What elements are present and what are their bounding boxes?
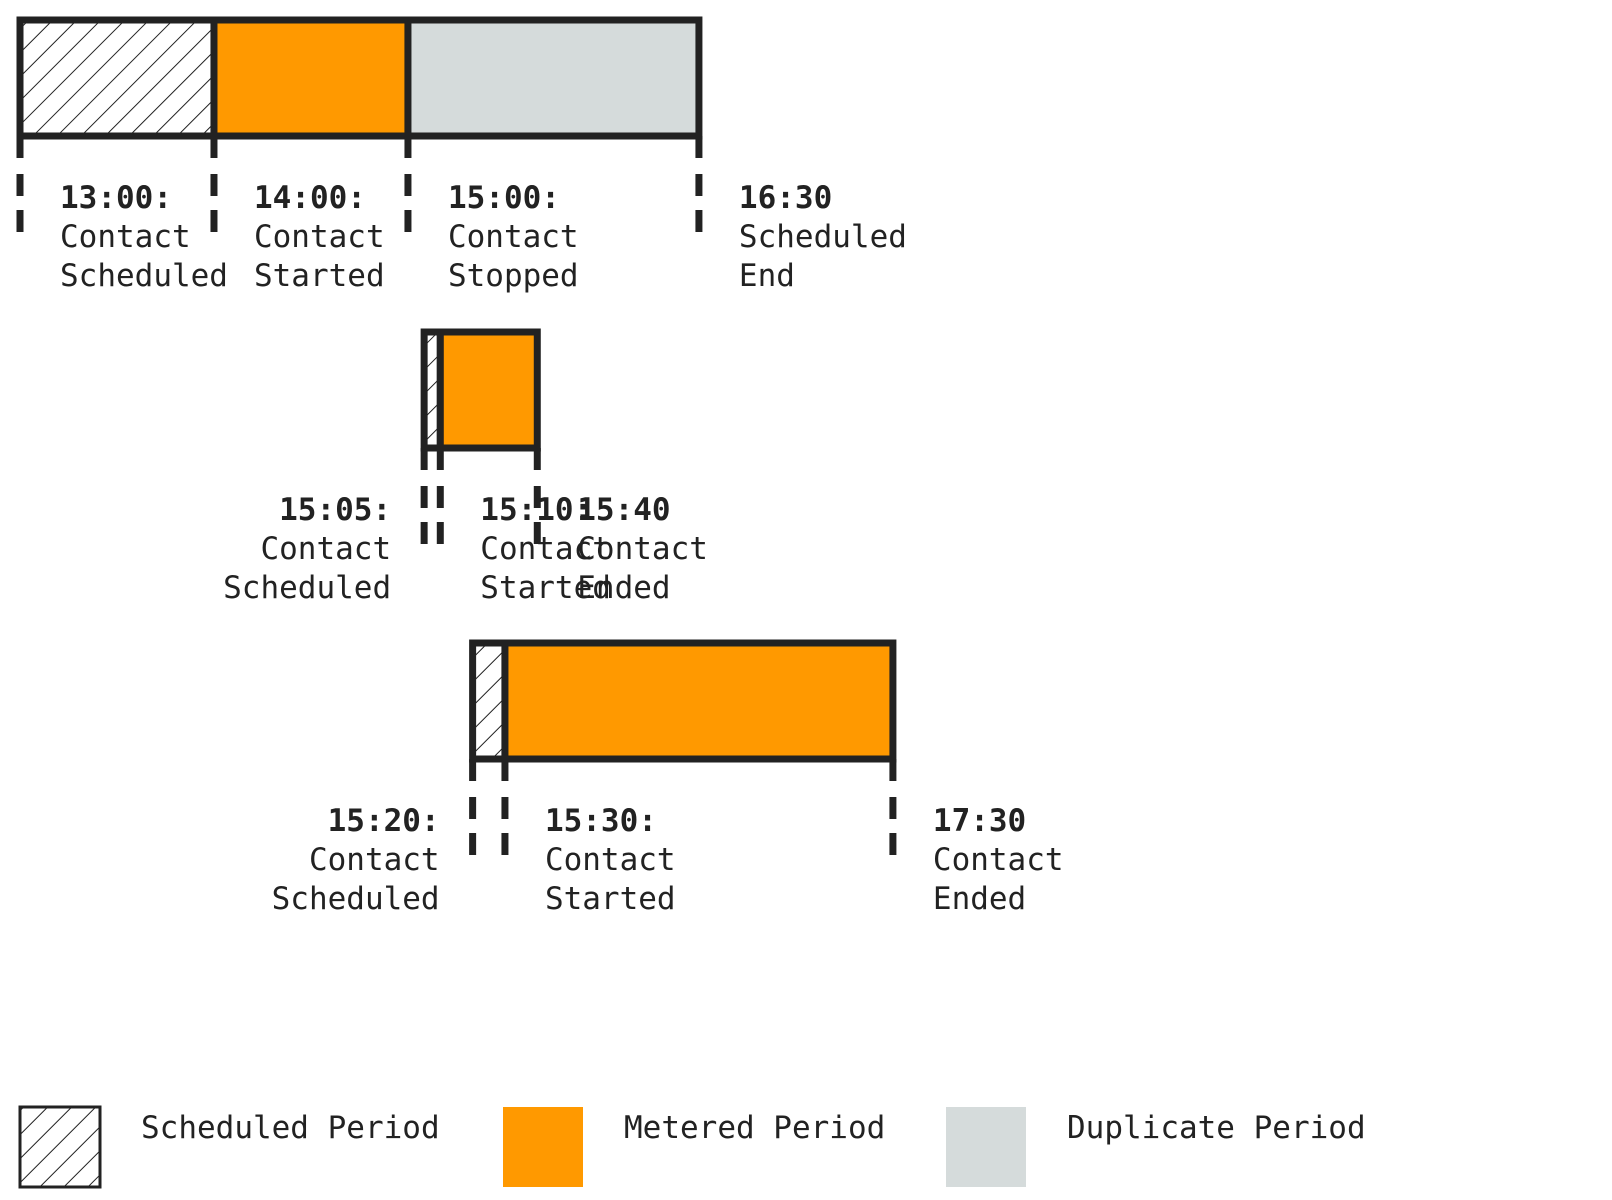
marker-text: Contact xyxy=(254,219,385,255)
legend-item-metered: Metered Period xyxy=(503,1107,885,1187)
legend-label: Scheduled Period xyxy=(141,1110,440,1146)
marker-time: 13:00: xyxy=(60,180,172,216)
marker-text: Scheduled xyxy=(739,219,907,255)
marker-time: 15:00: xyxy=(448,180,560,216)
legend-item-scheduled: Scheduled Period xyxy=(18,1105,440,1189)
marker-time: 15:20: xyxy=(328,803,440,839)
marker-time: 14:00: xyxy=(254,180,366,216)
marker-time: 15:30: xyxy=(545,803,657,839)
marker-text: Contact xyxy=(577,531,708,567)
legend-swatch-scheduled xyxy=(18,1105,102,1189)
segment-scheduled xyxy=(16,16,218,140)
marker-text: Contact xyxy=(309,842,440,878)
marker-text: Started xyxy=(254,258,385,294)
segment-scheduled xyxy=(469,639,509,763)
marker-text: Scheduled xyxy=(272,881,440,917)
marker-text: Started xyxy=(480,570,611,606)
marker-text: Contact xyxy=(260,531,391,567)
legend-label: Metered Period xyxy=(624,1110,885,1146)
legend-swatch-duplicate xyxy=(946,1107,1026,1187)
marker-text: Ended xyxy=(577,570,670,606)
legend-item-duplicate: Duplicate Period xyxy=(946,1107,1366,1187)
segment-duplicate xyxy=(404,16,703,140)
marker-text: Stopped xyxy=(448,258,579,294)
legend: Scheduled Period Metered Period Duplicate … xyxy=(18,1105,1366,1189)
marker-text: Started xyxy=(545,881,676,917)
marker-text: Contact xyxy=(933,842,1064,878)
legend-swatch-metered xyxy=(503,1107,583,1187)
marker-time: 15:05: xyxy=(279,492,391,528)
marker-text: End xyxy=(739,258,795,294)
marker-text: Contact xyxy=(480,531,611,567)
segment-metered xyxy=(436,328,541,452)
segment-metered xyxy=(210,16,412,140)
marker-text: Contact xyxy=(60,219,191,255)
marker-text: Contact xyxy=(545,842,676,878)
legend-label: Duplicate Period xyxy=(1067,1110,1366,1146)
marker-time: 17:30 xyxy=(933,803,1026,839)
marker-text: Ended xyxy=(933,881,1026,917)
marker-text: Scheduled xyxy=(60,258,228,294)
marker-text: Contact xyxy=(448,219,579,255)
marker-time: 16:30 xyxy=(739,180,832,216)
marker-time: 15:40 xyxy=(577,492,670,528)
marker-text: Scheduled xyxy=(223,570,391,606)
segment-metered xyxy=(501,639,897,763)
